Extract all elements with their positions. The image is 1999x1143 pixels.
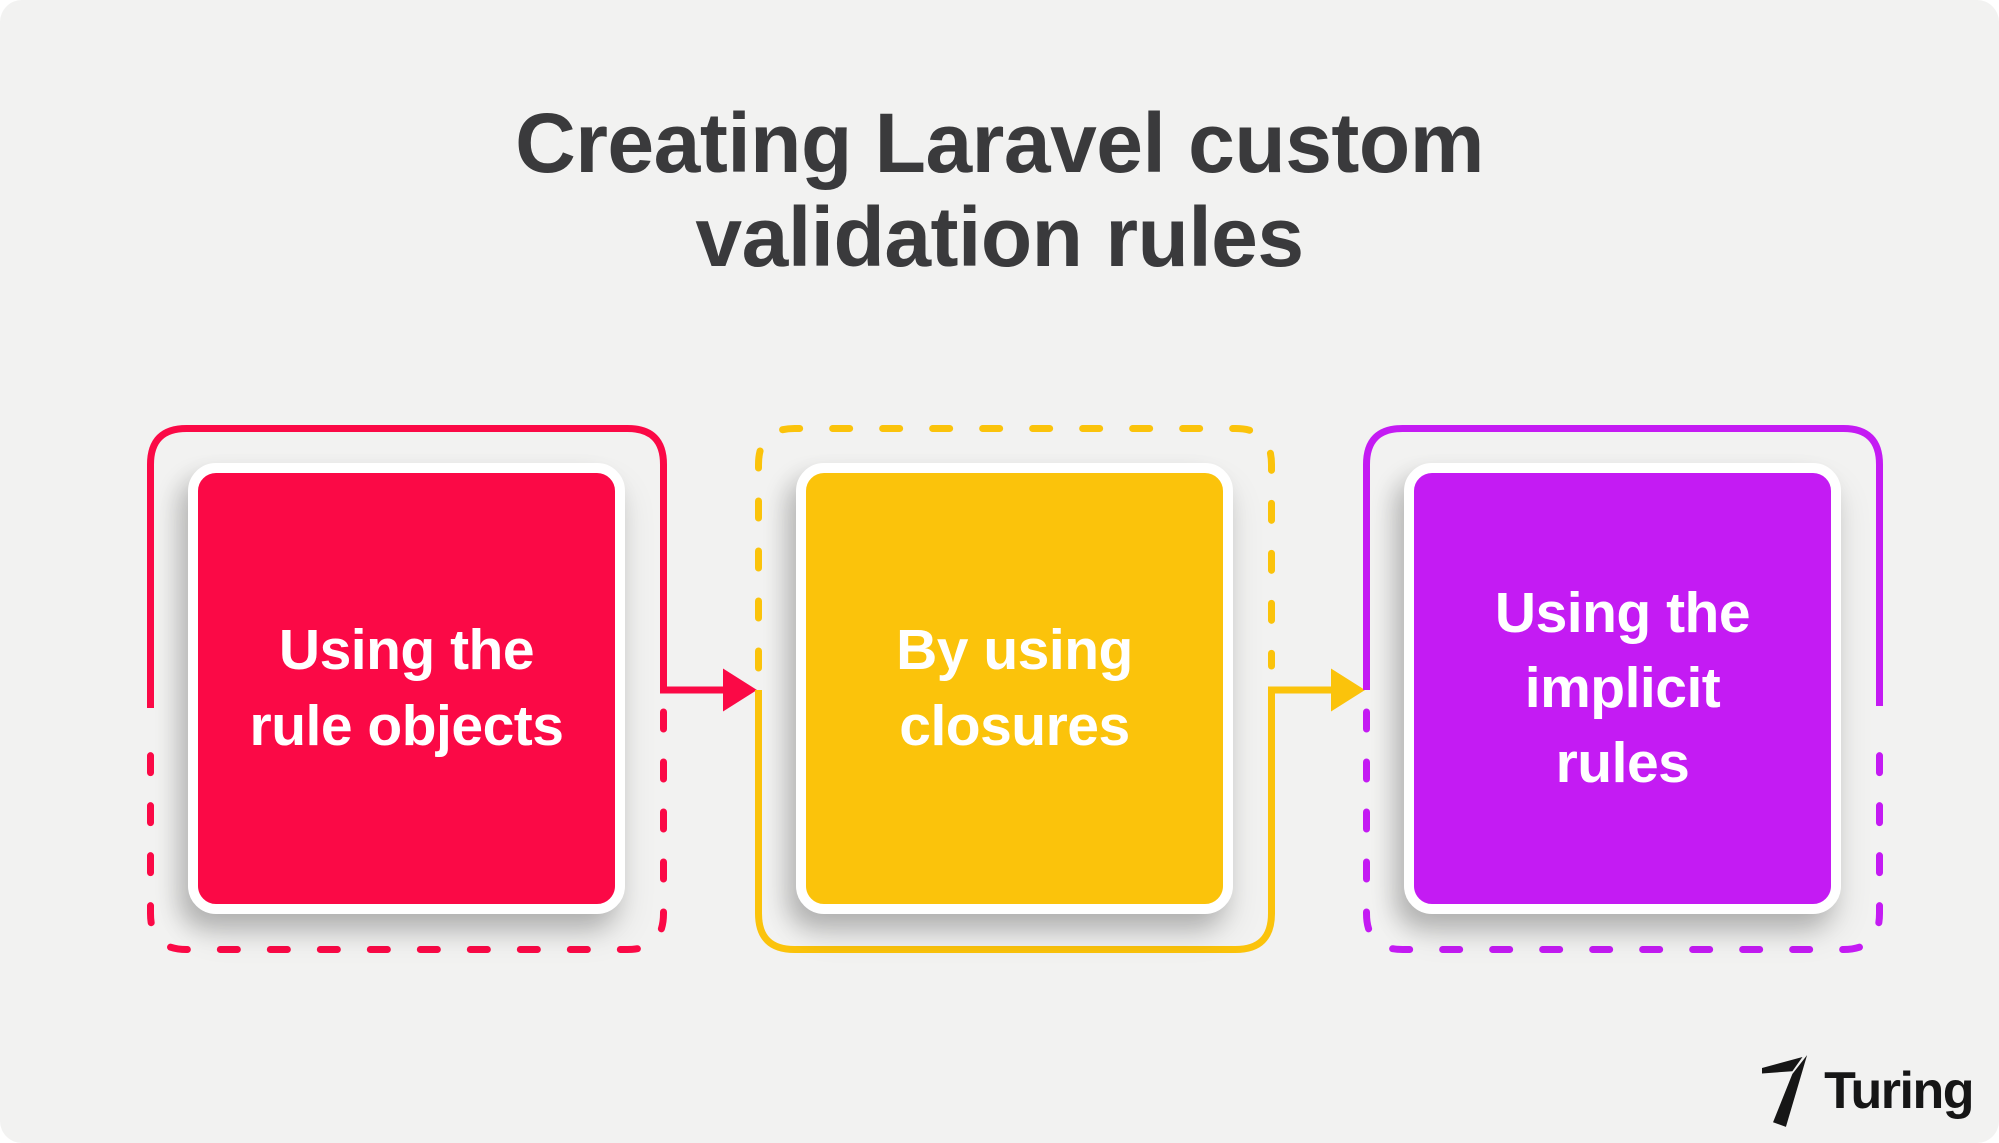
step-label-line: By using — [896, 618, 1133, 683]
step3-outline-solid-top — [1363, 425, 1883, 706]
turing-logo: Turing — [1762, 1055, 1974, 1127]
step2-outline-solid-bottom — [755, 686, 1332, 953]
arrow-2-head-icon — [1331, 668, 1365, 712]
turing-logo-text: Turing — [1824, 1062, 1974, 1120]
step1-outline-solid-top — [147, 425, 724, 708]
step-card-closures: By using closures — [796, 463, 1233, 914]
turing-bolt-leg — [1773, 1055, 1808, 1127]
step-label-closures: By using closures — [896, 613, 1133, 763]
turing-bolt-icon — [1762, 1055, 1808, 1127]
step-label-rule-objects: Using the rule objects — [250, 613, 564, 763]
step-label-line: Using the — [1494, 580, 1751, 645]
step-card-rule-objects: Using the rule objects — [188, 463, 625, 914]
page-title-line-1: Creating Laravel custom — [515, 96, 1484, 190]
step2-outline-dashed-top — [755, 425, 1275, 672]
step-label-line: rules — [1555, 731, 1690, 796]
page-title-line-2: validation rules — [695, 190, 1304, 285]
step3-outline-dashed-bottom — [1363, 708, 1883, 953]
step-label-implicit-rules: Using the implicit rules — [1494, 576, 1751, 802]
step1-outline-dashed-bottom — [147, 708, 667, 953]
step-label-line: closures — [899, 693, 1130, 758]
page-title: Creating Laravel custom validation rules — [0, 96, 1999, 284]
step1-outline-group — [147, 425, 757, 953]
step-label-line: implicit — [1524, 655, 1721, 720]
step3-outline-group — [1363, 425, 1883, 953]
step-label-line: rule objects — [249, 693, 564, 758]
turing-bolt-bar — [1762, 1056, 1803, 1074]
step2-outline-group — [755, 425, 1365, 953]
step-card-implicit-rules: Using the implicit rules — [1404, 463, 1841, 914]
step-label-line: Using the — [278, 618, 535, 683]
arrow-1-head-icon — [723, 668, 757, 712]
